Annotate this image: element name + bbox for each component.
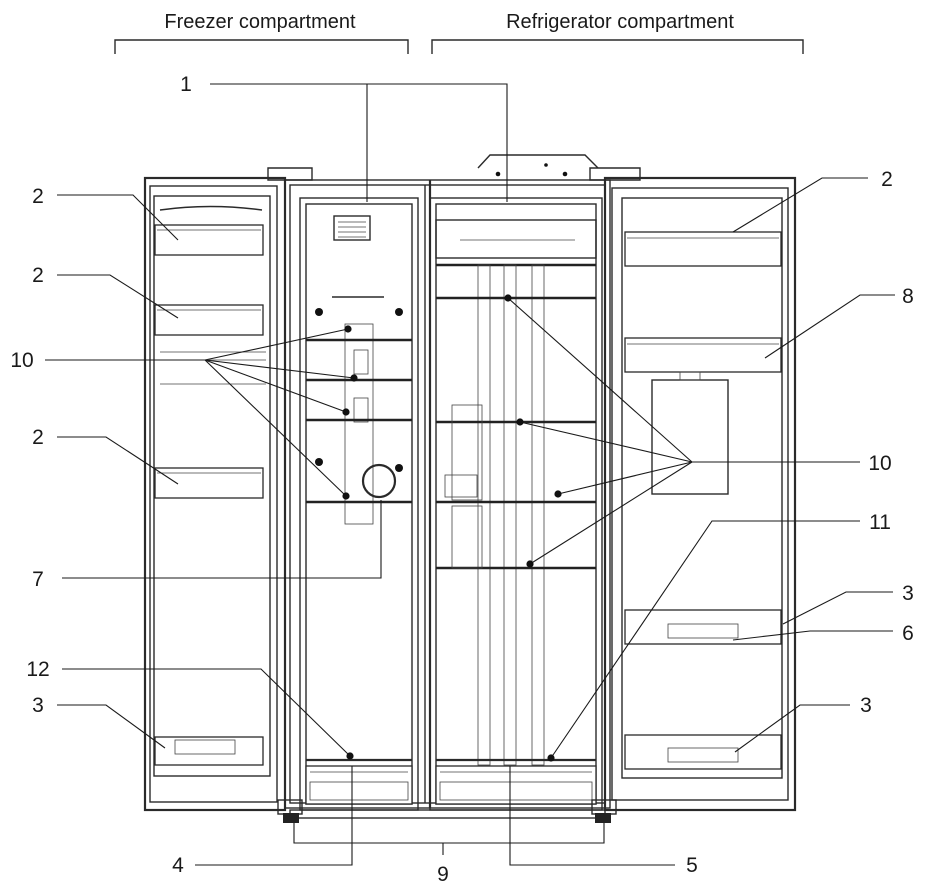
callout-10-left: 10 xyxy=(10,349,33,372)
refrigerator-bracket xyxy=(431,39,804,54)
freezer-bracket xyxy=(114,39,409,54)
callout-2-right: 2 xyxy=(881,168,893,191)
refrigerator-compartment-header: Refrigerator compartment xyxy=(506,11,734,33)
callout-11: 11 xyxy=(869,511,891,534)
callout-2-left-middle: 2 xyxy=(32,264,44,287)
callout-3-right-lower: 3 xyxy=(860,694,872,717)
callout-4: 4 xyxy=(172,854,184,877)
callout-1: 1 xyxy=(180,73,192,96)
leader-endpoints xyxy=(342,294,562,762)
callout-5: 5 xyxy=(686,854,698,877)
callout-12: 12 xyxy=(26,658,49,681)
freezer-interior xyxy=(299,197,419,811)
callout-8: 8 xyxy=(902,285,914,308)
callout-9: 9 xyxy=(437,863,449,886)
callout-7: 7 xyxy=(32,568,44,591)
refrigerator-interior xyxy=(429,197,603,811)
callout-3-right-upper: 3 xyxy=(902,582,914,605)
callout-3-left: 3 xyxy=(32,694,44,717)
leader-lines xyxy=(45,83,895,866)
refrigerator-door xyxy=(603,176,797,812)
callout-6: 6 xyxy=(902,622,914,645)
callout-2-left-bottom: 2 xyxy=(32,426,44,449)
callout-2-left-top: 2 xyxy=(32,185,44,208)
callout-10-right: 10 xyxy=(868,452,891,475)
freezer-compartment-header: Freezer compartment xyxy=(164,11,356,33)
freezer-door xyxy=(143,176,287,812)
base-assembly xyxy=(277,799,617,823)
